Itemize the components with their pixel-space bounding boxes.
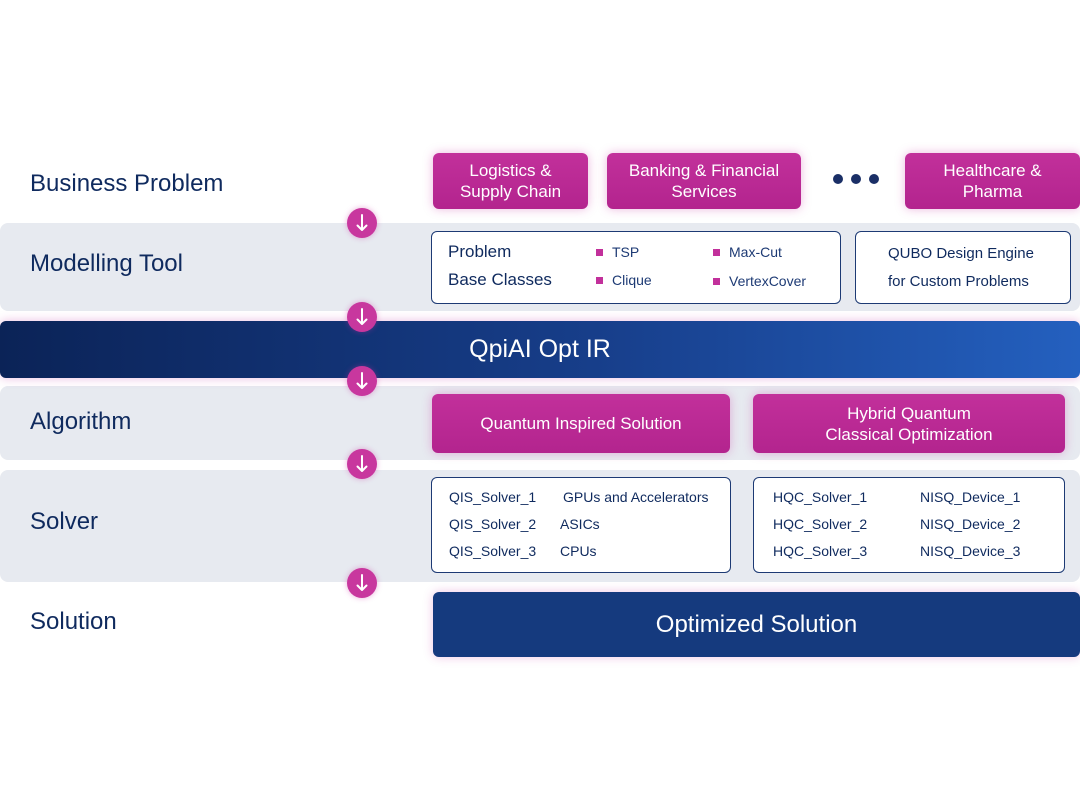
optimized-solution-bar: Optimized Solution [433,592,1080,657]
nisq-device-3: NISQ_Device_3 [920,543,1021,559]
bullet-vertex-cover: VertexCover [713,273,806,289]
bullet-square-icon [713,277,720,285]
arrow-down-icon [347,366,377,396]
hqc-solver-2: HQC_Solver_2 [773,516,868,532]
hardware-cpus: CPUs [560,543,597,559]
hqc-solver-3: HQC_Solver_3 [773,543,868,559]
logistics-supply-chain-box: Logistics & Supply Chain [433,153,588,209]
problem-title-line1: Problem [448,242,512,261]
bullet-max-cut: Max-Cut [713,244,782,260]
bullet-square-icon [596,276,603,284]
problem-base-classes-box [431,231,841,304]
hqc-solver-1: HQC_Solver_1 [773,489,868,505]
qpiai-opt-ir-bar: QpiAI Opt IR [0,321,1080,378]
qis-solver-2: QIS_Solver_2 [449,516,537,532]
nisq-device-2: NISQ_Device_2 [920,516,1021,532]
hardware-gpus: GPUs and Accelerators [563,489,709,505]
quantum-inspired-solution-box: Quantum Inspired Solution [432,394,730,453]
label-solution: Solution [30,608,117,635]
label-business-problem: Business Problem [30,170,224,197]
label-algorithm: Algorithm [30,408,132,435]
hardware-asics: ASICs [560,516,600,532]
qubo-line1: QUBO Design Engine [888,245,1034,262]
more-ellipsis-icon [833,174,879,184]
bullet-tsp: TSP [596,244,639,260]
nisq-device-1: NISQ_Device_1 [920,489,1021,505]
qis-solver-3: QIS_Solver_3 [449,543,537,559]
banking-financial-services-box: Banking & Financial Services [607,153,801,209]
bullet-square-icon [596,248,603,256]
qis-solver-1: QIS_Solver_1 [449,489,537,505]
arrow-down-icon [347,449,377,479]
hybrid-quantum-classical-box: Hybrid Quantum Classical Optimization [753,394,1065,453]
hqc-solver-box [753,477,1065,573]
arrow-down-icon [347,302,377,332]
arrow-down-icon [347,208,377,238]
label-modelling-tool: Modelling Tool [30,250,183,277]
label-solver: Solver [30,508,99,535]
qis-solver-box [431,477,731,573]
bullet-square-icon [713,248,720,256]
qubo-design-engine-box [855,231,1071,304]
healthcare-pharma-box: Healthcare & Pharma [905,153,1080,209]
arrow-down-icon [347,568,377,598]
qubo-line2: for Custom Problems [888,273,1029,290]
problem-title-line2: Base Classes [448,270,552,289]
bullet-clique: Clique [596,272,652,288]
